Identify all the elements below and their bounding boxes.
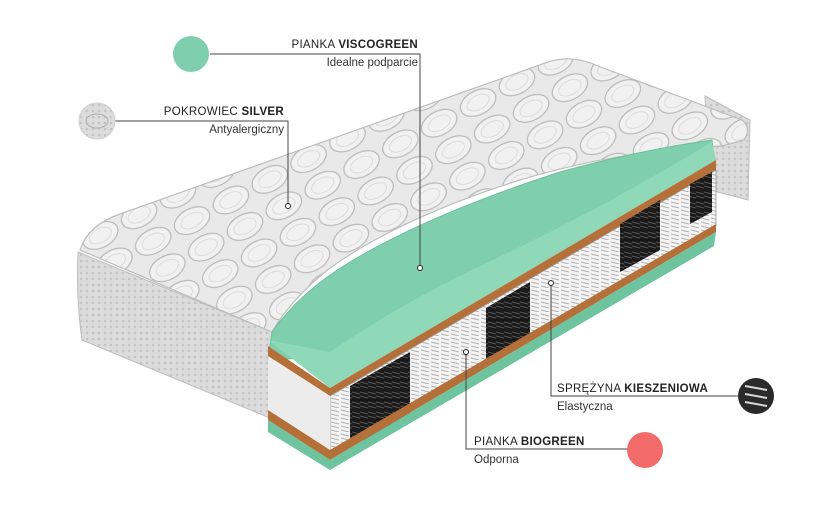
callout-bio: PIANKA BIOGREEN Odporna xyxy=(474,436,585,466)
callout-spring-bold: KIESZENIOWA xyxy=(624,383,709,395)
mattress-end-wall xyxy=(77,251,273,419)
leader-visco-dot xyxy=(417,265,423,271)
callout-bio-subtitle: Odporna xyxy=(474,453,519,466)
fabric-circle-swatch-icon xyxy=(78,102,116,140)
leader-silver-dot xyxy=(285,203,291,209)
callout-visco-subtitle: Idealne podparcie xyxy=(326,56,418,69)
spring-block-4 xyxy=(690,172,712,224)
callout-silver: POKROWIEC SILVER Antyalergiczny xyxy=(163,106,284,136)
leader-spring xyxy=(550,283,738,397)
red-circle-swatch-icon xyxy=(627,432,663,468)
callout-visco-title: PIANKA VISCOGREEN xyxy=(291,39,418,52)
spring-block-3 xyxy=(620,200,660,272)
mattress xyxy=(77,58,751,470)
leader-lines xyxy=(115,53,738,450)
callout-spring-prefix: SPRĘŻYNA xyxy=(557,383,625,395)
leader-bio xyxy=(465,352,628,450)
callout-visco-prefix: PIANKA xyxy=(291,39,339,51)
leader-visco xyxy=(210,53,421,268)
green-circle-swatch-icon xyxy=(173,36,209,72)
cut-left-face xyxy=(268,356,330,454)
callout-bio-bold: BIOGREEN xyxy=(520,436,585,448)
callout-visco-bold: VISCOGREEN xyxy=(338,39,418,51)
leader-silver xyxy=(115,120,289,206)
callout-silver-prefix: POKROWIEC xyxy=(163,106,242,118)
callout-silver-title: POKROWIEC SILVER xyxy=(163,106,284,119)
leader-spring-dot xyxy=(548,280,554,286)
callout-silver-subtitle: Antyalergiczny xyxy=(209,123,284,136)
callout-spring: SPRĘŻYNA KIESZENIOWA Elastyczna xyxy=(557,383,709,413)
leader-bio-dot xyxy=(463,349,469,355)
callout-silver-bold: SILVER xyxy=(241,106,284,118)
spring-circle-swatch-icon xyxy=(738,378,774,414)
callout-bio-title: PIANKA BIOGREEN xyxy=(474,436,585,449)
callout-bio-prefix: PIANKA xyxy=(474,436,521,448)
callout-spring-title: SPRĘŻYNA KIESZENIOWA xyxy=(557,383,709,396)
callout-visco: PIANKA VISCOGREEN Idealne podparcie xyxy=(291,39,418,69)
callout-spring-subtitle: Elastyczna xyxy=(557,400,613,413)
visco-layer-face xyxy=(268,142,716,388)
